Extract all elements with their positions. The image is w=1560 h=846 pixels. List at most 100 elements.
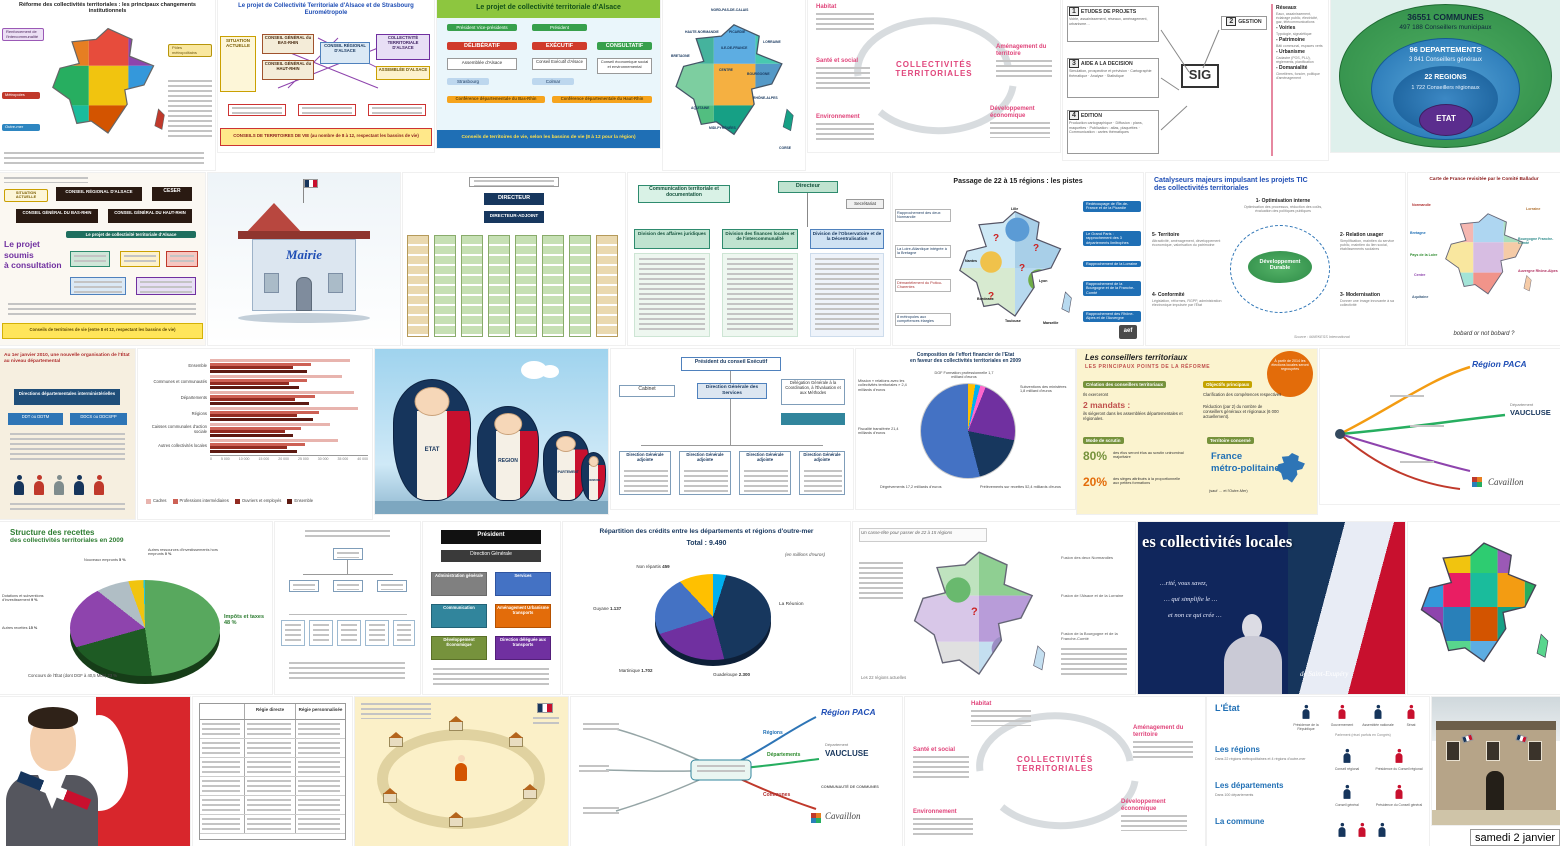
result-communes-ovales[interactable]: 36551 COMMUNES 497 188 Conseillers munic… [1331,0,1560,152]
table-row [200,815,345,834]
city-label: Nantes [965,259,977,263]
cg68-box: CONSEIL GÉNÉRAL du HAUT-RHIN [262,60,314,80]
item-sub: Simplification, maintien du service publ… [1340,238,1395,252]
statue-head [1242,614,1262,640]
result-organisation-etat-2010[interactable]: Au 1er janvier 2010, une nouvelle organi… [0,349,135,519]
tic-item-3: 3- Modernisation Donner une image innova… [1340,292,1400,307]
result-effort-financier-2009[interactable]: Composition de l'effort financier de l'E… [856,349,1075,509]
slice-label: DGF Formation professionnelle 1,7 millia… [934,371,994,380]
result-photo-mairie[interactable] [1432,697,1560,825]
result-catalyseurs-tic[interactable]: Catalyseurs majeurs impulsant les projet… [1146,173,1405,345]
result-collectivites-cercle-2[interactable]: COLLECTIVITÉS TERRITORIALES Habitat Sant… [905,697,1205,846]
region-paca-logo: Région PACA [1472,359,1527,369]
result-organigramme-executif[interactable]: Président du conseil Exécutif Cabinet Di… [611,349,853,509]
app-reseaux: Réseaux [1276,5,1297,11]
slice-label: Prélèvements sur recettes 52,4 milliards… [980,485,1061,489]
left-label-placeholder [579,765,609,775]
callout-left: La Loire-Atlantique intégrée à la Bretag… [895,245,951,258]
region-label: Bourgogne Franche-Comté [1518,237,1554,246]
footer-bar: Conseils de territoires de vie (entre 8 … [2,323,203,339]
mairie-label: Mairie [285,247,323,262]
result-mindmap-cavaillon[interactable]: Régions Départements Communes Région PAC… [571,697,902,846]
result-credits-outremer[interactable]: Répartition des crédits entre les départ… [563,522,850,694]
city-label: Lyon [1039,279,1048,283]
doll-etat: ETAT [393,379,471,501]
item-head: 2- Relation usager [1340,232,1384,238]
result-structure-recettes[interactable]: Structure des recettes des collectivités… [0,522,272,694]
tile-title: Carte de France revisitée par le Comité … [1429,177,1539,182]
doll-departement: DEPARTEMENT [543,431,589,501]
french-flag-icon [304,179,318,188]
sig-center-box: SIG [1181,64,1219,88]
result-organigramme-mairie[interactable]: Président Direction Générale Administrat… [423,522,560,694]
result-infographie-institutions[interactable]: L'État Présidence de la République Gouve… [1207,697,1429,846]
org-column [407,235,429,337]
habitat-bullets [816,13,874,31]
result-organigramme-divisions[interactable]: Communication territoriale et documentat… [628,173,890,345]
num-badge: 2 [1226,17,1237,26]
sig-label: SIG [1188,67,1212,82]
num-badge: 3 [1069,59,1079,68]
label-pct: 0 % [164,552,172,557]
result-passage-22-15-regions[interactable]: Passage de 22 à 15 régions : les pistes … [893,173,1143,345]
result-carte-balladur[interactable]: Carte de France revisitée par le Comité … [1408,173,1560,345]
slice-label: Martinique 1.702 [619,668,689,673]
directeur-box: DIRECTEUR [484,193,544,205]
tile-title: Structure des recettes des collectivités… [10,528,190,545]
result-mairie-maison[interactable]: Mairie [208,173,400,345]
oval-etat [1419,104,1473,136]
result-projet-cta-strasbourg[interactable]: Le projet de Collectivité Territoriale d… [218,0,434,152]
callout-right: Rapprochement de la Bourgogne et de la F… [1083,281,1141,297]
cloud-icon [541,365,559,378]
result-projet-cta-alsace[interactable]: Le projet de collectivité territoriale d… [437,0,660,148]
president-box: Président du conseil Exécutif [681,357,781,371]
result-tableau-regies[interactable]: Régie directe Régie personnalisée [193,697,352,846]
house-door [296,277,312,311]
org-node [289,580,319,592]
etudes-sub: Voirie, assainissement, réseaux, aménage… [1069,17,1148,26]
france-map [675,24,794,136]
dga-label: Direction Générale adjointe [746,452,784,462]
result-casse-tete-regions[interactable]: Un casse-tête pour passer de 22 à 15 rég… [853,522,1135,694]
dept-box-admin: Administration générale [431,572,487,596]
result-banniere-collectivites-locales[interactable]: es collectivités locales …rité, vous sav… [1138,522,1405,694]
result-parcours-illustre[interactable] [355,697,568,846]
legend-label: Ensemble [294,498,314,504]
dept-box-transports: Direction déléguée aux transports [495,636,551,660]
result-organigramme-direction[interactable]: DIRECTEUR DIRECTEUR-ADJOINT [403,173,625,345]
house-window [264,273,279,293]
result-conseillers-territoriaux[interactable]: Les conseillers territoriaux LES PRINCIP… [1077,349,1317,514]
result-matriochkas[interactable]: ETAT REGION DEPARTEMENT COMMUNE [375,349,608,514]
source-note: Source : MARKESS International [1294,335,1350,339]
result-petit-organigramme[interactable] [275,522,420,694]
region-label: ILE-DE-FRANCE [721,46,748,50]
title-placeholder [4,177,88,183]
result-projet-alsace-consultation[interactable]: CONSEIL RÉGIONAL D'ALSACE CESER CONSEIL … [0,173,205,345]
result-mindmap-paca[interactable]: Région PACA Département VAUCLUSE Cavaill… [1320,349,1560,504]
france-map-icon [1276,453,1305,483]
conference-box [298,104,356,116]
person-icon [1338,822,1346,837]
dept-label: Département [825,742,849,747]
branch-communes: Communes [763,792,791,798]
label-num: 1.702 [641,668,653,673]
result-reforme-carte[interactable]: Réforme des collectivités territoriales … [0,0,215,170]
region-label: Bretagne [1410,231,1426,235]
result-collectivites-cercle[interactable]: COLLECTIVITÉS TERRITORIALES Habitat Sant… [808,0,1060,152]
slice-label: Subventions des ministères 1,8 milliard … [1020,385,1067,394]
result-carte-regions[interactable]: NORD-PAS-DE-CALAIS HAUTE-NORMANDIE PICAR… [663,0,805,170]
dga-label: Direction Générale adjointe [626,452,664,462]
tile-title: Le projet de Collectivité Territoriale d… [238,3,414,17]
result-carte-departements[interactable] [1408,522,1560,694]
result-illustration-maire[interactable] [0,697,190,846]
section-sante: Santé et social [816,58,859,64]
cta-box: COLLECTIVITÉ TERRITORIALE D'ALSACE [376,34,430,60]
doll-label: REGION [498,458,518,465]
names-placeholder [433,668,549,686]
section-habitat: Habitat [816,4,837,10]
app-urbanisme-sub: Cadastre (POS, PLU), règlements, planifi… [1276,56,1314,65]
org-node [333,580,363,592]
legend-label: Cadres [153,498,167,504]
